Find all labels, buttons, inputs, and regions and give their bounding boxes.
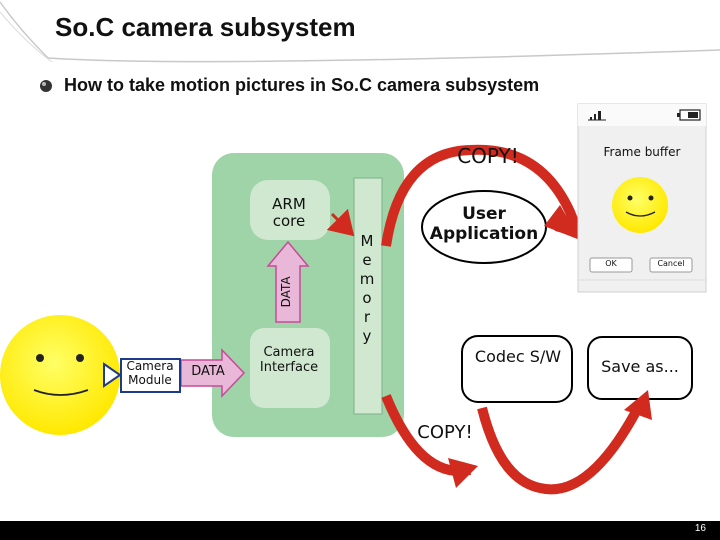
phone-cancel-button-shape bbox=[649, 257, 693, 273]
save-as-label: Save as... bbox=[601, 357, 679, 376]
data-vertical-label: DATA bbox=[279, 276, 294, 308]
smiley-face-icon bbox=[0, 315, 120, 435]
bullet-text: How to take motion pictures in So.C came… bbox=[64, 75, 540, 95]
memory-letter: o bbox=[362, 289, 372, 307]
copy-bottom-arrow-right bbox=[477, 401, 645, 495]
arm-to-memory-arrow bbox=[326, 208, 355, 237]
battery-icon bbox=[677, 109, 701, 121]
phone-smiley-icon bbox=[612, 177, 668, 233]
memory-letter: e bbox=[362, 251, 372, 269]
page-number: 16 bbox=[694, 523, 706, 534]
memory-letter: m bbox=[359, 270, 375, 288]
signal-icon bbox=[588, 111, 606, 121]
footer-bar bbox=[0, 521, 720, 540]
camera-module-label: Camera Module bbox=[126, 359, 174, 387]
diagram-canvas bbox=[0, 103, 707, 495]
copy-top-arrow bbox=[381, 144, 583, 247]
camera-interface-block bbox=[250, 328, 330, 408]
memory-letter: y bbox=[362, 327, 372, 345]
memory-label: M e m o r y bbox=[356, 232, 378, 346]
phone-cancel-button[interactable]: Cancel bbox=[657, 259, 685, 268]
user-application-bubble bbox=[421, 190, 547, 264]
copy-top-label: COPY! bbox=[457, 144, 519, 168]
arm-core-label: ARM core bbox=[272, 195, 306, 231]
slide-title: So.C camera subsystem bbox=[55, 12, 356, 42]
arm-core-block bbox=[250, 180, 330, 240]
camera-interface-label: Camera Interface bbox=[259, 345, 319, 375]
data-right-arrow bbox=[180, 348, 246, 398]
copy-bottom-label: COPY! bbox=[417, 422, 473, 443]
phone-ok-button-shape bbox=[589, 257, 633, 273]
data-up-arrow bbox=[266, 240, 310, 323]
codec-box bbox=[461, 335, 573, 403]
camera-module-box bbox=[120, 358, 181, 393]
memory-block bbox=[353, 177, 383, 415]
phone-status-bar bbox=[578, 104, 706, 126]
codec-label: Codec S/W bbox=[474, 347, 562, 366]
title-decoration bbox=[0, 1, 720, 92]
user-application-label: User Application bbox=[429, 204, 539, 244]
memory-letter: M bbox=[360, 232, 374, 250]
memory-letter: r bbox=[363, 308, 371, 326]
data-horizontal-label: DATA bbox=[191, 364, 225, 379]
frame-buffer-label: Frame buffer bbox=[603, 145, 681, 159]
phone-ok-button[interactable]: OK bbox=[605, 259, 617, 268]
camera-lens-icon bbox=[103, 362, 122, 388]
